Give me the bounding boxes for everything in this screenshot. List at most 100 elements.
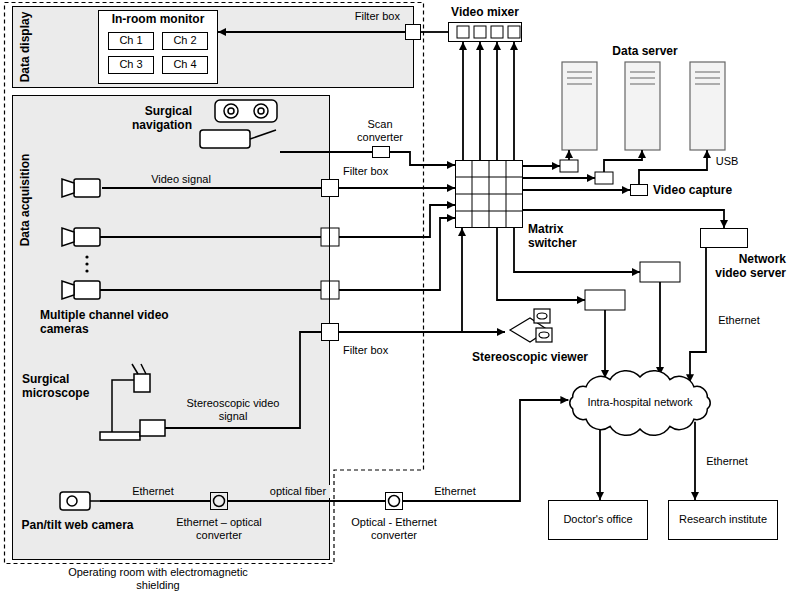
web-camera-icon [60,492,90,510]
signal-connector [694,422,696,500]
signal-connector [639,150,707,184]
microscope-icon [140,420,165,436]
node-label: Filter box [343,165,403,178]
signal-label: Ethernet [126,485,180,498]
signal-connector [280,151,372,153]
ellipsis-dots [85,255,88,272]
server-tower [690,62,725,150]
signal-label: optical fiber [266,485,330,498]
panel-title: Data display [18,12,32,83]
mixer-slot [491,26,503,38]
web-camera-icon [67,496,77,506]
signal-wire [339,218,455,290]
video-mixer: Video mixer [448,22,522,42]
signal-connector [218,31,405,33]
signal-label: Ethernet [700,455,754,468]
signal-label: Stereoscopic video signal [176,397,290,423]
signal-connector [599,427,601,500]
node-label: Multiple channel video cameras [40,308,190,337]
node-label: Matrix switcher [528,222,590,251]
navigation-device [250,130,276,139]
node-label: Video mixer [440,5,530,19]
panel-title: Data acquisition [18,154,32,247]
region-caption: Operating room with electromagnetic shie… [68,566,248,592]
ellipsis-dots [85,255,88,258]
server-tower [562,62,597,150]
node-label: Scan converter [349,118,411,144]
signal-connector [339,228,462,332]
node-label: Pan/tilt web camera [20,518,135,532]
panel-fill [12,6,414,88]
node-label: Ch 1 [115,34,146,47]
signal-wire [100,289,321,291]
signal-label: Ethernet [712,314,766,327]
signal-wire [604,310,606,378]
signal-connector [462,42,464,160]
network-video-server-box [585,290,625,310]
channel-box: Ch 2 [162,32,208,50]
web-camera-icon [90,500,100,502]
stereoscopic-viewer: Stereoscopic viewer [505,308,555,348]
signal-label: Video signal [140,173,222,186]
microscope-icon [134,374,150,392]
mixer-slot [474,26,486,38]
surgical-microscope: Surgical microscope [95,362,165,442]
signal-connector [403,400,568,501]
microscope-icon [132,364,146,374]
signal-connector [228,500,385,502]
signal-wire [568,150,570,160]
network-video-server-box: Network video server [700,228,748,248]
mixer-slot [508,26,520,38]
microscope-icon [100,364,165,440]
stereoscopic-viewer-icon [537,313,547,319]
node-label: Optical - Ethernet converter [339,516,449,542]
navigation-device [200,130,250,148]
stereoscopic-viewer-icon [536,328,552,342]
signal-wire [339,205,455,237]
video-camera-icon [62,281,74,299]
network-video-server-box [585,262,680,310]
signal-connector [421,31,448,33]
navigation-device [215,100,277,122]
server-tower [630,72,655,84]
signal-connector [339,331,505,333]
node-label: Stereoscopic viewer [465,350,595,364]
signal-connector [390,152,455,165]
node-label: Filter box [340,10,400,23]
converter-symbol [389,496,400,507]
navigation-device [224,104,238,118]
channel-box: Ch 1 [108,32,154,50]
panel-fill [12,95,330,560]
signal-connector [165,332,321,428]
filter-box: Filter box [321,323,339,341]
video-capture-box [560,160,613,184]
node-label: Data server [600,44,690,58]
matrix-grid [455,160,523,228]
server-tower [625,62,660,150]
web-camera-icon [60,492,100,510]
node-label: Surgical navigation [108,104,192,133]
node-label: Network video server [710,252,786,281]
navigation-device [228,108,234,114]
node-label: Intra-hospital network [583,396,696,409]
video-camera-icon [74,179,100,197]
converter-box: Optical - Ethernet converter [385,492,403,510]
monitor-box: In-room monitorCh 1Ch 2Ch 3Ch 4 [98,10,218,84]
video-camera-icon [62,179,74,197]
network-video-server-box [640,262,680,282]
channel-box: Ch 4 [162,56,208,74]
filter-box [321,228,339,246]
video-capture-box: Video capture [630,184,648,196]
navigation-device [254,104,268,118]
navigation-device: Surgical navigation [195,98,280,156]
filter-box [321,281,339,299]
operating-room-region: Operating room with electromagnetic shie… [4,2,424,564]
signal-label: Ethernet [428,485,482,498]
server-tower [695,72,720,84]
signal-connector [102,187,321,189]
video-camera-icon [74,228,100,246]
node-label: Doctor's office [559,513,636,526]
network-cloud: Intra-hospital network [565,372,715,434]
filter-box: Filter box [405,24,421,40]
node-label: Research institute [675,513,771,526]
